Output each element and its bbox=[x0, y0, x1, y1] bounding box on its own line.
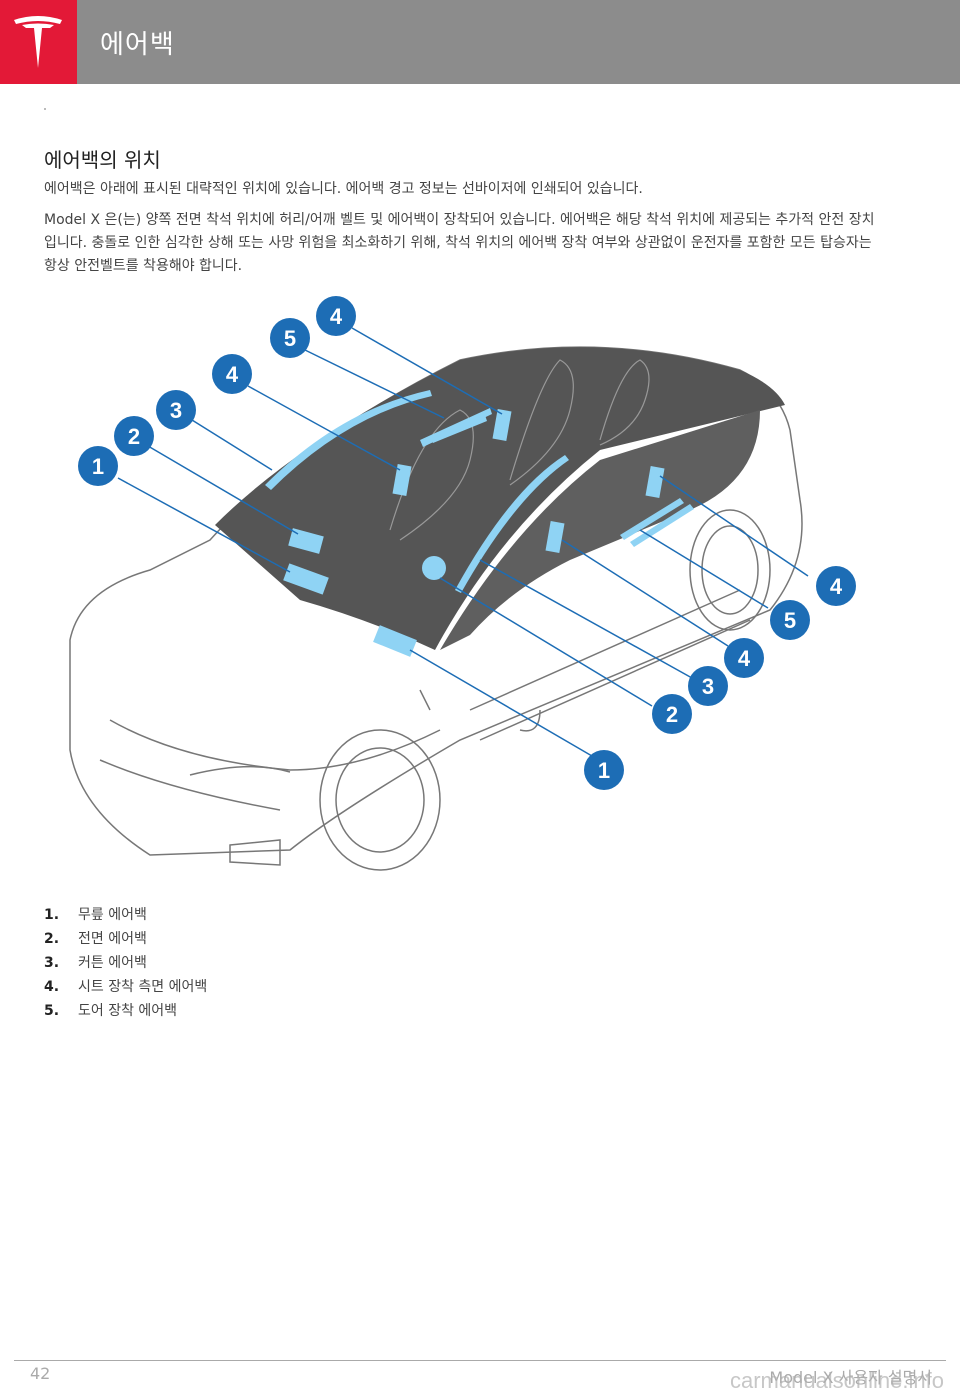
manual-title: Model X 사용자 설명서 bbox=[769, 1368, 932, 1387]
legend-item: 2.전면 에어백 bbox=[44, 931, 147, 947]
airbag-location-diagram: 1 2 3 4 5 4 4 5 4 3 2 1 bbox=[69, 296, 856, 871]
legend-item: 5.도어 장착 에어백 bbox=[44, 1003, 178, 1019]
callout-right-3: 4 bbox=[738, 646, 751, 671]
callout-left-5: 5 bbox=[284, 326, 296, 351]
legend-item: 1.무릎 에어백 bbox=[44, 907, 147, 923]
callout-right-5: 2 bbox=[666, 702, 678, 727]
safety-paragraph: Model X 은(는) 양쪽 전면 착석 위치에 허리/어깨 벨트 및 에어백… bbox=[44, 212, 875, 274]
airbag-legend: 1.무릎 에어백 2.전면 에어백 3.커튼 에어백 4.시트 장착 측면 에어… bbox=[44, 903, 207, 1023]
callout-left-2: 2 bbox=[128, 424, 140, 449]
intro-paragraph: 에어백은 아래에 표시된 대략적인 위치에 있습니다. 에어백 경고 정보는 선… bbox=[44, 181, 643, 197]
airbag-markers bbox=[265, 390, 694, 657]
callout-left-3: 3 bbox=[170, 398, 182, 423]
footer-divider bbox=[14, 1360, 946, 1361]
callout-right-6: 1 bbox=[598, 758, 610, 783]
callouts-right: 4 5 4 3 2 1 bbox=[584, 566, 856, 790]
section-heading: 에어백의 위치 bbox=[44, 148, 161, 172]
callout-right-1: 4 bbox=[830, 574, 843, 599]
page-number: 42 bbox=[30, 1364, 51, 1383]
page-title: 에어백 bbox=[100, 30, 175, 60]
callouts-left: 1 2 3 4 5 4 bbox=[78, 296, 356, 486]
callout-left-1: 1 bbox=[92, 454, 104, 479]
callout-left-6: 4 bbox=[330, 304, 343, 329]
page-header: 에어백 bbox=[0, 0, 960, 84]
callout-left-4: 4 bbox=[226, 362, 239, 387]
leader-lines bbox=[117, 327, 809, 757]
watermark: carmanualsonline.info bbox=[729, 1368, 944, 1393]
legend-item: 4.시트 장착 측면 에어백 bbox=[44, 979, 208, 995]
side-glass bbox=[440, 410, 760, 650]
tesla-logo-icon bbox=[14, 16, 62, 68]
callout-right-4: 3 bbox=[702, 674, 714, 699]
callout-right-2: 5 bbox=[784, 608, 796, 633]
brand-logo bbox=[0, 0, 77, 84]
legend-item: 3.커튼 에어백 bbox=[44, 955, 147, 971]
marker-dot bbox=[44, 108, 46, 110]
